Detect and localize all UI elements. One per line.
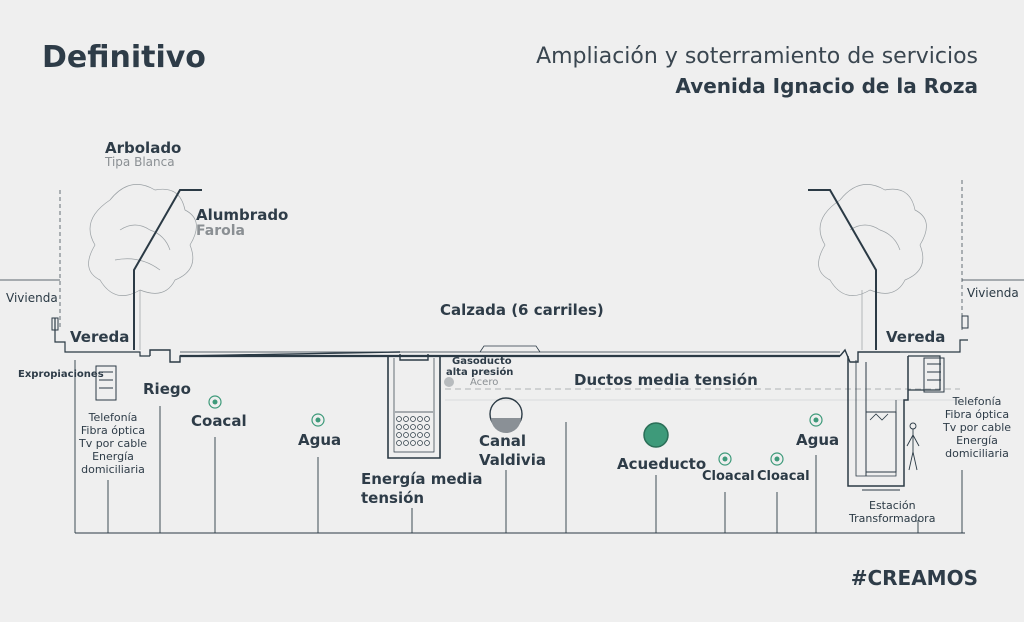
label-calzada: Calzada (6 carriles) — [440, 301, 604, 319]
servicio-right-domiciliaria: domiciliaria — [945, 447, 1009, 460]
coacal-pipe — [208, 395, 222, 409]
acueducto-pipe — [643, 422, 669, 448]
label-energia-1: Energía media — [361, 470, 483, 488]
label-arbolado: Arbolado — [105, 139, 182, 157]
label-expropiaciones: Expropiaciones — [18, 369, 104, 380]
cloacal-2-pipe — [770, 452, 784, 466]
canal-water — [491, 418, 521, 433]
label-tipa-blanca: Tipa Blanca — [105, 155, 175, 169]
servicio-right-telefonia: Telefonía — [952, 395, 1002, 408]
subtitle-line-1: Ampliación y soterramiento de servicios — [536, 44, 978, 69]
label-farola: Farola — [196, 223, 245, 239]
green-pipes — [208, 395, 823, 466]
agua-right-pipe — [809, 413, 823, 427]
gasoducto-pipe — [444, 377, 454, 387]
servicio-right-fibra: Fibra óptica — [944, 408, 1010, 421]
energia-conduits — [396, 416, 430, 446]
label-estacion-1: Estación — [869, 499, 916, 512]
servicio-left-telefonia: Telefonía — [88, 411, 138, 424]
cabinet-right — [923, 357, 945, 393]
cloacal-1-pipe — [718, 452, 732, 466]
label-cloacal-1: Cloacal — [702, 469, 755, 484]
servicios-right: Telefonía Fibra óptica Tv por cable Ener… — [940, 395, 1014, 460]
servicios-left: Telefonía Fibra óptica Tv por cable Ener… — [78, 411, 148, 476]
label-vivienda-right: Vivienda — [967, 286, 1019, 300]
label-canal-1: Canal — [479, 432, 527, 450]
tree-right — [818, 184, 927, 350]
label-riego: Riego — [143, 380, 191, 398]
label-vivienda-left: Vivienda — [6, 291, 58, 305]
page-title: Definitivo — [42, 40, 206, 75]
label-ductos-media-tension: Ductos media tensión — [574, 371, 758, 389]
servicio-left-domiciliaria: domiciliaria — [81, 463, 145, 476]
servicio-right-tv: Tv por cable — [942, 421, 1012, 434]
label-estacion-2: Transformadora — [849, 512, 936, 525]
label-vereda-left: Vereda — [70, 328, 130, 346]
subtitle-line-2: Avenida Ignacio de la Roza — [675, 74, 978, 98]
label-energia-2: tensión — [361, 489, 425, 507]
curb-right — [839, 348, 900, 363]
tree-left — [88, 184, 197, 350]
hashtag-creamos: #CREAMOS — [850, 566, 978, 590]
label-vereda-right: Vereda — [886, 328, 946, 346]
servicio-left-tv: Tv por cable — [78, 437, 148, 450]
person-figure — [906, 422, 920, 471]
vivienda-right-wall — [961, 315, 969, 329]
label-acero: Acero — [470, 377, 499, 388]
median — [479, 345, 541, 353]
vereda-right-profile — [900, 339, 968, 353]
label-gasoducto-1: Gasoducto — [452, 356, 512, 367]
label-alumbrado: Alumbrado — [196, 206, 289, 224]
servicio-left-energia: Energía — [92, 450, 134, 463]
servicio-left-fibra: Fibra óptica — [80, 424, 146, 437]
streetlight-right — [808, 189, 877, 350]
estacion-outline — [847, 356, 909, 487]
vivienda-left-wall — [51, 317, 59, 331]
cabinet-left — [95, 365, 117, 401]
label-acueducto: Acueducto — [617, 455, 707, 473]
label-agua-right: Agua — [796, 431, 840, 449]
streetlight-left — [133, 189, 202, 350]
label-canal-2: Valdivia — [479, 451, 546, 469]
agua-left-pipe — [311, 413, 325, 427]
servicio-right-energia: Energía — [956, 434, 998, 447]
energia-trench — [387, 356, 441, 459]
transformer — [865, 411, 897, 473]
label-coacal: Coacal — [191, 412, 247, 430]
label-cloacal-2: Cloacal — [757, 469, 810, 484]
label-gasoducto-2: alta presión — [446, 367, 514, 378]
vereda-left-profile — [54, 318, 150, 357]
label-agua-left: Agua — [298, 431, 342, 449]
